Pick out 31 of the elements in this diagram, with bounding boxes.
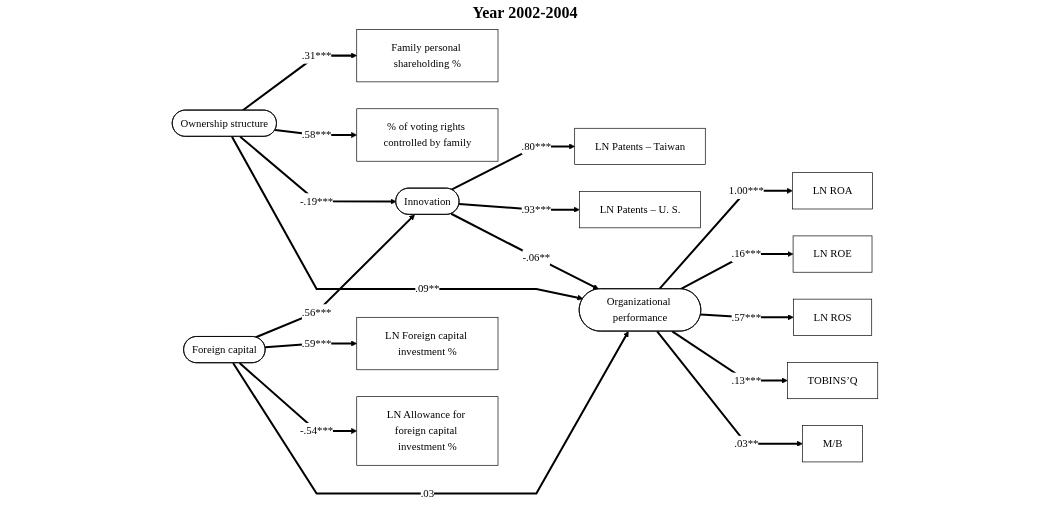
node-box: LN Patents – U. S. — [579, 191, 701, 229]
edge-label: .13*** — [731, 374, 762, 386]
node-box: LN ROS — [793, 298, 873, 336]
edge-label: .16*** — [731, 248, 762, 260]
node-box: M/B — [802, 425, 863, 463]
edge-label: .80*** — [521, 140, 552, 152]
node-box: LN ROE — [792, 235, 873, 273]
node-box: Family personal shareholding % — [356, 29, 499, 83]
arrow — [255, 214, 415, 339]
node-box: TOBINS’Q — [787, 362, 879, 400]
edge-label: .56*** — [301, 306, 332, 318]
diagram-title: Year 2002-2004 — [472, 4, 578, 22]
edge-label: .57*** — [731, 311, 762, 323]
node-box: LN ROA — [792, 172, 873, 210]
edge-label: .03 — [420, 487, 435, 499]
edge-label: .31*** — [301, 49, 332, 61]
edge-label: -.19*** — [300, 195, 334, 207]
edge-label: .93*** — [521, 203, 552, 216]
edge-label: -.54*** — [300, 424, 334, 437]
node-box: LN Allowance for foreign capital investment % — [356, 396, 499, 466]
arrow — [450, 212, 599, 290]
edge-label: .59*** — [301, 337, 332, 349]
node-box: % of voting rights controlled by family — [356, 108, 499, 162]
edge-label: 1.00*** — [728, 184, 764, 197]
edge-label: .03** — [734, 437, 759, 450]
edge-label: .58*** — [301, 128, 332, 141]
arrow — [232, 331, 629, 495]
node-box: LN Foreign capital investment % — [356, 316, 499, 371]
node-box: LN Patents – Taiwan — [574, 127, 706, 165]
edge-label: -.06** — [522, 251, 551, 263]
edge-label: .09** — [415, 282, 440, 295]
